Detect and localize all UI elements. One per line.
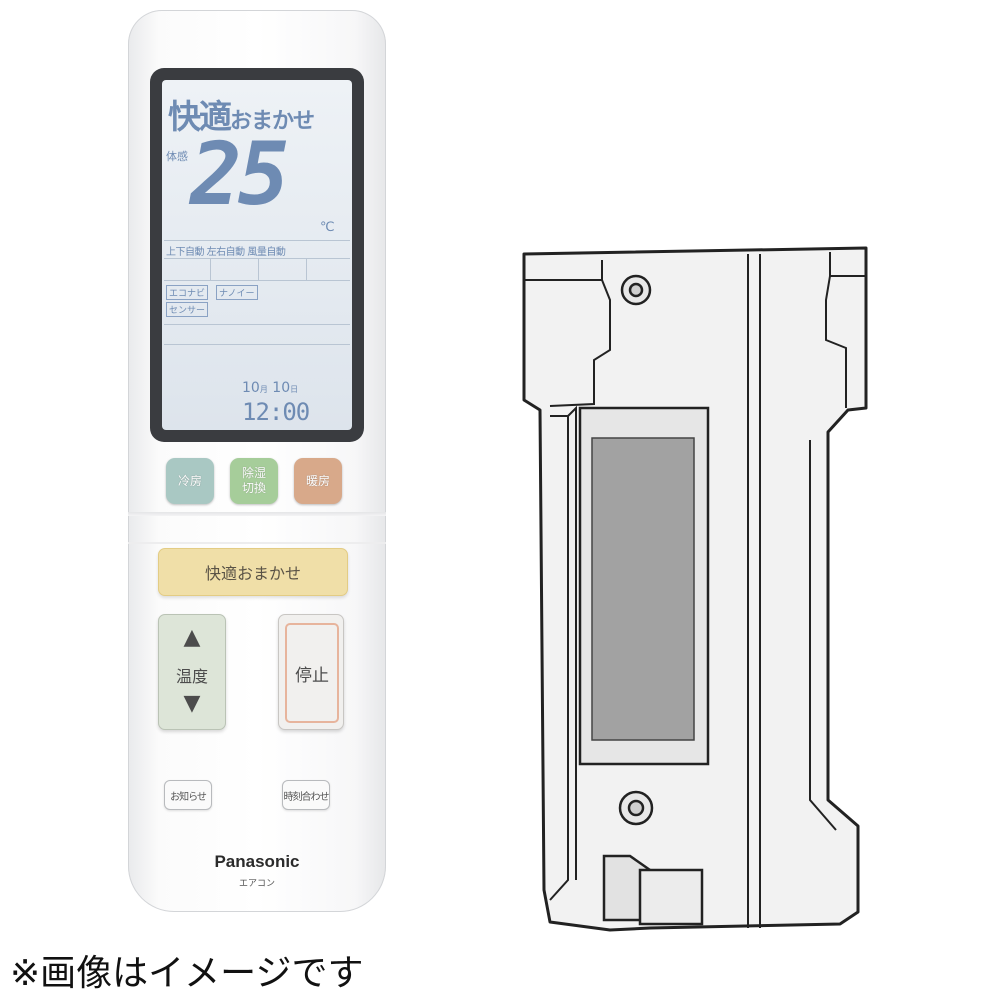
dry-switch-button[interactable]: 除湿切換 xyxy=(230,458,278,504)
brand-logo: Panasonic xyxy=(214,852,300,871)
temperature-down-icon[interactable]: ▼ xyxy=(183,691,201,716)
brand-subtitle: エアコン xyxy=(238,879,275,889)
stop-button[interactable]: 停止 xyxy=(278,614,344,730)
screw-hole-icon xyxy=(620,274,652,306)
lcd-tag-nanoe: ナノイー xyxy=(216,285,258,300)
dry-label-line1: 除湿 xyxy=(241,466,266,480)
lcd-tag-econavi: エコナビ xyxy=(166,285,209,300)
lcd-mode-text: 快適おまかせ xyxy=(168,90,315,138)
temperature-rocker[interactable]: ▲ 温度 ▼ xyxy=(158,614,226,730)
lcd-mode-small: おまかせ xyxy=(230,109,315,134)
lcd-sensation-label: 体感 xyxy=(166,150,188,163)
dry-switch-button-label: 除湿切換 xyxy=(242,466,266,496)
lcd-date-month: 10 xyxy=(242,380,260,396)
remote-holder-illustration xyxy=(522,246,868,932)
screw-hole-icon xyxy=(618,790,654,826)
lcd-time: 12:00 xyxy=(242,398,310,426)
lcd-divider xyxy=(258,258,259,280)
holder-window-pane xyxy=(591,437,695,741)
lcd-divider xyxy=(164,344,350,345)
lcd-divider xyxy=(210,258,211,280)
lcd-divider xyxy=(306,258,307,280)
holder-bottom-clip xyxy=(638,868,704,926)
clock-set-button[interactable]: 時刻合わせ xyxy=(282,780,330,810)
lcd-airflow-row: 上下自動 左右自動 風量自動 xyxy=(166,247,286,258)
lcd-date: 10月 10日 xyxy=(242,380,298,396)
comfort-auto-button[interactable]: 快適おまかせ xyxy=(158,548,348,596)
lcd-temperature-unit: ℃ xyxy=(320,220,335,235)
holder-right-rail xyxy=(825,275,847,408)
lcd-divider xyxy=(164,280,350,281)
notice-button[interactable]: お知らせ xyxy=(164,780,212,810)
lcd-divider xyxy=(164,240,350,241)
holder-inner-right xyxy=(809,440,837,831)
temperature-up-icon[interactable]: ▲ xyxy=(183,625,201,650)
lcd-date-day: 10 xyxy=(272,380,291,396)
image-disclaimer: ※画像はイメージです xyxy=(10,953,364,994)
holder-inner-left2 xyxy=(567,405,577,880)
lcd-divider xyxy=(164,324,350,325)
lcd-frame: 快適おまかせ 体感 25 ℃ 上下自動 左右自動 風量自動 エコナビ ナノイー … xyxy=(150,68,364,442)
dry-label-line2: 切換 xyxy=(241,481,266,495)
lcd-mode-main: 快適 xyxy=(168,97,232,136)
comfort-auto-label: 快適おまかせ xyxy=(204,564,301,583)
holder-inner-left xyxy=(549,415,569,901)
lid-seam xyxy=(128,512,386,516)
lcd-temperature: 25 xyxy=(190,125,290,225)
holder-left-rail xyxy=(549,279,611,407)
stop-button-label: 停止 xyxy=(285,623,339,723)
temperature-label: 温度 xyxy=(175,667,208,686)
heat-button-label: 暖房 xyxy=(305,473,330,488)
lcd-screen: 快適おまかせ 体感 25 ℃ 上下自動 左右自動 風量自動 エコナビ ナノイー … xyxy=(162,80,352,430)
cool-button[interactable]: 冷房 xyxy=(166,458,214,504)
remote-control: 快適おまかせ 体感 25 ℃ 上下自動 左右自動 風量自動 エコナビ ナノイー … xyxy=(128,10,386,912)
lid-seam xyxy=(128,542,386,544)
lcd-divider xyxy=(164,258,350,259)
lcd-date-day-unit: 日 xyxy=(290,385,299,394)
heat-button[interactable]: 暖房 xyxy=(294,458,342,504)
cool-button-label: 冷房 xyxy=(177,473,202,488)
lcd-date-month-unit: 月 xyxy=(259,385,268,394)
lcd-tag-sensor: センサー xyxy=(166,302,209,317)
